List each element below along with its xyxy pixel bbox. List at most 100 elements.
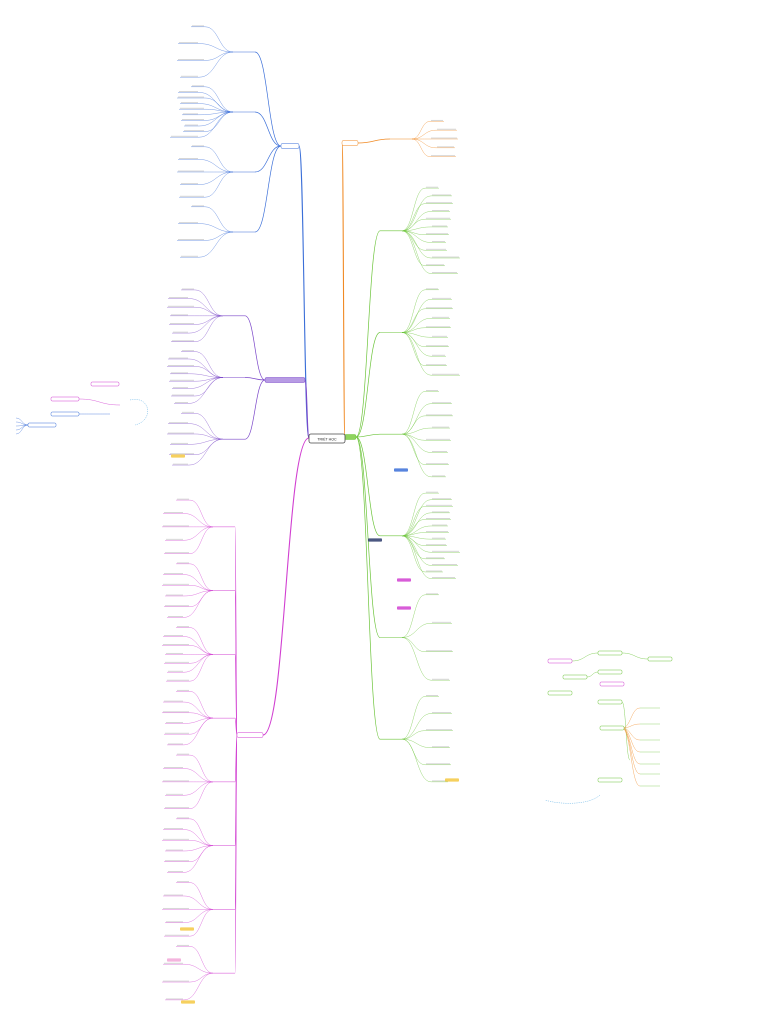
leaf-node-green-0-9[interactable] (432, 256, 459, 258)
leaf-node-magenta-6-2[interactable] (163, 907, 189, 909)
leaf-node-magenta-0-4[interactable] (165, 552, 189, 554)
leaf-node-magenta-4-0[interactable] (177, 753, 189, 755)
leaf-node-blue-1-0[interactable] (192, 85, 204, 87)
leaf-node-blue-1-5[interactable] (183, 113, 198, 115)
leaf-node-magenta-7-3[interactable] (166, 998, 183, 1000)
leaf-node-blue-0-3[interactable] (181, 75, 198, 77)
branch-node-green[interactable] (343, 434, 357, 440)
leaf-node-green-0-11[interactable] (432, 272, 457, 274)
leaf-node-purple-0-3[interactable] (171, 314, 188, 316)
leaf-node-magenta-6-4[interactable] (165, 934, 189, 936)
branch-node-orange[interactable] (341, 140, 359, 146)
leaf-node-green-2-5[interactable] (432, 451, 447, 452)
leaf-node-purple-0-0[interactable] (182, 288, 194, 290)
leaf-node-magenta-0-1[interactable] (164, 512, 183, 513)
leaf-node-blue-2-0[interactable] (192, 145, 204, 147)
leaf-node-purple-0-2[interactable] (168, 305, 194, 307)
leaf-node-magenta-4-4[interactable] (165, 807, 189, 809)
leaf-node-magenta-0-0[interactable] (177, 498, 189, 500)
leaf-node-purple-1-3[interactable] (171, 372, 188, 374)
leaf-node-magenta-5-0[interactable] (177, 817, 189, 819)
leaf-node-magenta-2-1[interactable] (164, 635, 183, 637)
leaf-node-blue-2-4[interactable] (180, 195, 204, 197)
leaf-node-magenta-5-2[interactable] (163, 838, 189, 840)
leaf-node-purple-2-2[interactable] (168, 432, 194, 434)
leaf-node-green-3-5[interactable] (432, 524, 447, 526)
leaf-node-purple-0-6[interactable] (172, 340, 194, 342)
leaf-node-green-4-1[interactable] (432, 621, 451, 623)
leaf-node-purple-0-4[interactable] (170, 323, 194, 324)
leaf-node-orange-0-4[interactable] (431, 155, 455, 157)
leaf-node-blue-2-1[interactable] (179, 158, 198, 159)
leaf-node-magenta-2-6[interactable] (167, 679, 189, 681)
leaf-node-purple-1-6[interactable] (172, 394, 194, 396)
leaf-node-green-0-1[interactable] (432, 194, 451, 196)
leaf-node-blue-3-3[interactable] (181, 255, 198, 257)
leaf-node-purple-2-0[interactable] (182, 411, 194, 413)
leaf-node-green-2-0[interactable] (426, 390, 438, 391)
leaf-node-magenta-7-0[interactable] (177, 944, 189, 946)
leaf-node-green-1-3[interactable] (432, 316, 449, 318)
floating-node-left-2[interactable] (50, 411, 80, 417)
leaf-node-purple-1-5[interactable] (173, 387, 188, 389)
leaf-node-magenta-3-4[interactable] (165, 732, 189, 734)
leaf-node-green-1-8[interactable] (426, 364, 446, 366)
floating-node-right-3[interactable] (562, 674, 588, 680)
leaf-node-green-0-7[interactable] (432, 241, 445, 242)
leaf-node-magenta-6-1[interactable] (164, 894, 183, 896)
leaf-node-green-0-3[interactable] (432, 210, 449, 211)
leaf-node-purple-1-4[interactable] (170, 379, 194, 381)
leaf-node-blue-1-7[interactable] (185, 124, 198, 126)
leaf-node-green-4-0[interactable] (426, 593, 438, 595)
leaf-node-purple-2-3[interactable] (171, 442, 188, 444)
leaf-node-green-5-0[interactable] (426, 695, 438, 696)
leaf-node-magenta-2-5[interactable] (168, 670, 183, 672)
leaf-node-green-4-3[interactable] (432, 678, 449, 680)
leaf-node-green-1-5[interactable] (432, 335, 447, 337)
leaf-node-magenta-5-3[interactable] (166, 849, 183, 851)
leaf-node-magenta-3-5[interactable] (168, 743, 183, 745)
leaf-node-blue-1-4[interactable] (180, 107, 204, 109)
leaf-node-blue-3-0[interactable] (192, 205, 204, 207)
leaf-node-magenta-7-1[interactable] (164, 962, 183, 964)
leaf-node-magenta-0-3[interactable] (166, 538, 183, 540)
leaf-node-purple-1-7[interactable] (175, 402, 188, 403)
leaf-node-blue-0-0[interactable] (192, 25, 204, 27)
leaf-node-magenta-0-2[interactable] (163, 525, 189, 527)
leaf-node-purple-2-4[interactable] (170, 453, 194, 455)
leaf-node-blue-2-2[interactable] (178, 170, 204, 172)
leaf-node-green-1-2[interactable] (426, 307, 452, 309)
leaf-node-purple-1-2[interactable] (168, 365, 194, 366)
leaf-node-green-3-11[interactable] (432, 563, 457, 565)
leaf-node-green-5-4[interactable] (426, 763, 450, 765)
leaf-node-green-2-3[interactable] (432, 426, 449, 428)
leaf-node-magenta-2-0[interactable] (177, 626, 189, 628)
leaf-node-magenta-1-4[interactable] (165, 605, 189, 607)
floating-node-right-2[interactable] (647, 656, 673, 662)
leaf-node-blue-0-1[interactable] (179, 42, 198, 44)
leaf-node-green-0-0[interactable] (426, 186, 438, 188)
leaf-node-blue-1-1[interactable] (179, 91, 198, 92)
leaf-node-green-1-4[interactable] (426, 326, 450, 328)
leaf-node-magenta-7-2[interactable] (163, 980, 189, 982)
leaf-node-magenta-1-3[interactable] (166, 594, 183, 596)
leaf-node-green-1-9[interactable] (432, 373, 459, 375)
leaf-node-magenta-3-2[interactable] (163, 711, 189, 713)
leaf-node-green-0-5[interactable] (432, 225, 447, 227)
leaf-node-magenta-4-1[interactable] (164, 767, 183, 768)
leaf-node-green-5-3[interactable] (432, 746, 449, 748)
leaf-node-magenta-1-2[interactable] (163, 583, 189, 585)
leaf-node-purple-1-0[interactable] (182, 350, 194, 352)
leaf-node-purple-0-5[interactable] (173, 331, 188, 333)
floating-node-right-7[interactable] (597, 699, 623, 705)
leaf-node-green-3-13[interactable] (432, 577, 455, 579)
leaf-node-orange-0-1[interactable] (437, 128, 456, 130)
leaf-node-green-2-4[interactable] (426, 438, 450, 440)
leaf-node-green-2-6[interactable] (426, 463, 448, 465)
floating-node-right-1[interactable] (597, 650, 623, 656)
leaf-node-magenta-1-1[interactable] (164, 573, 183, 575)
leaf-node-orange-0-0[interactable] (431, 119, 443, 121)
leaf-node-green-5-2[interactable] (426, 729, 452, 731)
leaf-node-green-0-4[interactable] (426, 217, 450, 219)
central-node[interactable]: TRIẾT HỌC (308, 433, 346, 444)
